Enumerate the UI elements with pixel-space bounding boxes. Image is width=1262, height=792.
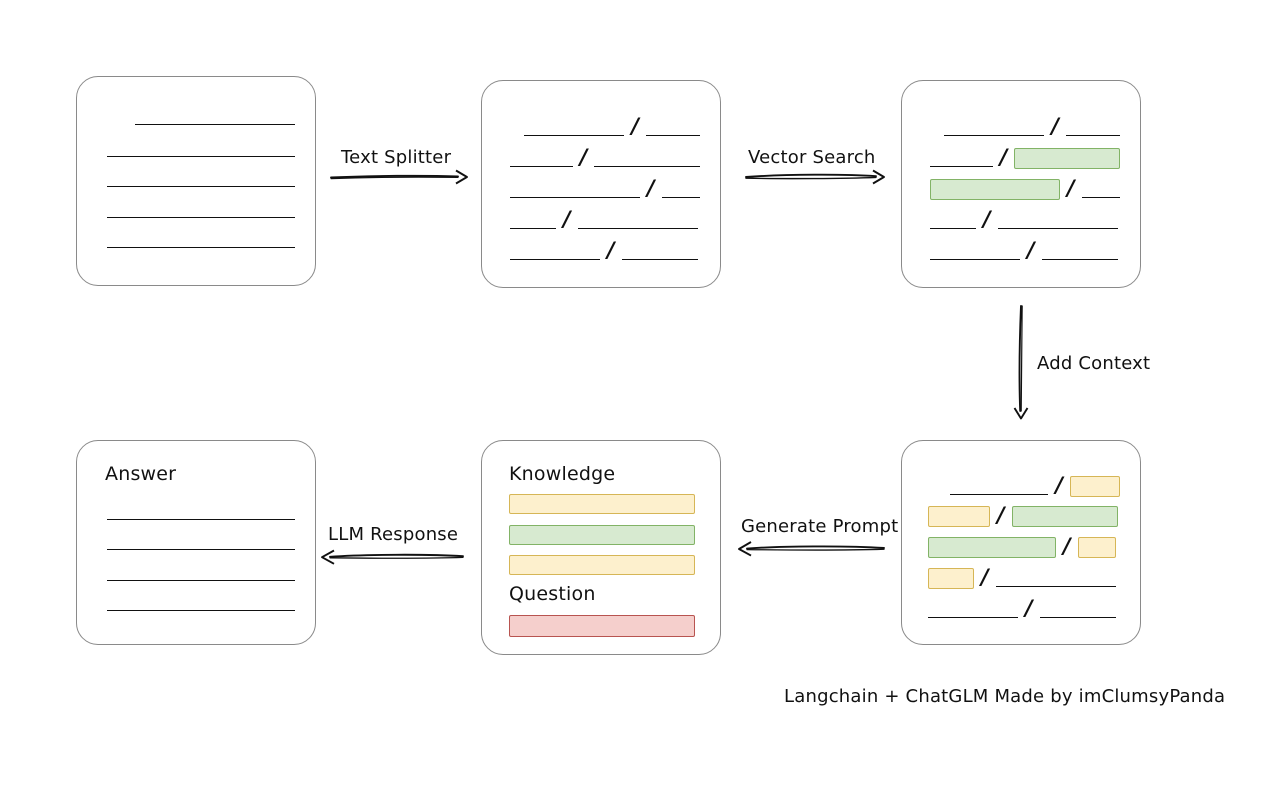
split-row: / — [928, 596, 1120, 622]
slash-separator: / — [1067, 176, 1075, 200]
text-segment — [1041, 259, 1118, 260]
prompt-box: Knowledge Question — [481, 440, 721, 655]
slash-separator: / — [983, 207, 991, 231]
source-document-box — [76, 76, 316, 286]
slash-separator: / — [1027, 238, 1035, 262]
text-segment — [1081, 197, 1120, 198]
answer-line — [107, 519, 295, 520]
split-row: / — [510, 207, 700, 233]
slash-separator: / — [607, 238, 615, 262]
context-chunk-highlight — [928, 567, 974, 589]
context-chunk-highlight — [1070, 475, 1120, 497]
text-segment — [510, 228, 556, 229]
split-row: / — [930, 114, 1120, 140]
answer-line — [107, 610, 295, 611]
text-segment — [510, 197, 640, 198]
text-segment — [510, 166, 573, 167]
split-document-box: / / / / / — [481, 80, 721, 288]
text-segment — [930, 228, 976, 229]
searched-document-box: / / / / / — [901, 80, 1141, 288]
question-label: Question — [509, 583, 596, 605]
text-segment — [1066, 135, 1120, 136]
document-line — [107, 186, 295, 187]
context-chunk-highlight — [1077, 536, 1116, 558]
document-line — [107, 217, 295, 218]
text-segment — [510, 259, 600, 260]
llm-response-arrow-label: LLM Response — [328, 524, 459, 545]
credit-text: Langchain + ChatGLM Made by imClumsyPand… — [784, 686, 1226, 707]
slash-separator: / — [1055, 473, 1063, 497]
text-splitter-arrow — [330, 168, 470, 186]
context-document-box: / / / / / — [901, 440, 1141, 645]
split-row: / — [510, 114, 700, 140]
add-context-arrow-label: Add Context — [1037, 353, 1151, 374]
slash-separator: / — [1063, 534, 1071, 558]
slash-separator: / — [981, 565, 989, 589]
text-segment — [930, 259, 1020, 260]
vector-search-arrow-label: Vector Search — [748, 147, 876, 168]
slash-separator: / — [579, 145, 588, 169]
add-context-arrow — [1012, 305, 1030, 420]
split-row: / — [928, 534, 1120, 560]
text-segment — [950, 494, 1049, 495]
text-segment — [594, 166, 700, 167]
document-line — [107, 156, 295, 157]
answer-label: Answer — [105, 463, 177, 485]
llm-response-arrow — [318, 548, 464, 566]
context-chunk-highlight — [928, 505, 990, 527]
text-segment — [928, 617, 1018, 618]
text-segment — [577, 228, 698, 229]
text-segment — [944, 135, 1045, 136]
answer-line — [107, 549, 295, 550]
split-row: / — [510, 176, 700, 202]
knowledge-bar — [509, 525, 695, 545]
slash-separator: / — [999, 145, 1008, 169]
text-segment — [997, 228, 1118, 229]
slash-separator: / — [1025, 596, 1033, 620]
text-segment — [930, 166, 993, 167]
knowledge-bar — [509, 555, 695, 575]
retrieved-chunk-highlight — [930, 178, 1060, 200]
text-splitter-arrow-label: Text Splitter — [341, 147, 452, 168]
document-line — [135, 124, 295, 125]
text-segment — [524, 135, 625, 136]
split-row: / — [928, 473, 1120, 499]
split-row: / — [930, 176, 1120, 202]
answer-box: Answer — [76, 440, 316, 645]
answer-line — [107, 580, 295, 581]
knowledge-label: Knowledge — [509, 463, 616, 485]
split-row: / — [928, 503, 1120, 529]
text-segment — [661, 197, 700, 198]
text-segment — [621, 259, 698, 260]
split-row: / — [510, 145, 700, 171]
split-row: / — [930, 207, 1120, 233]
knowledge-bar — [509, 494, 695, 514]
slash-separator: / — [647, 176, 655, 200]
generate-prompt-arrow-label: Generate Prompt — [741, 516, 899, 537]
slash-separator: / — [563, 207, 571, 231]
generate-prompt-arrow — [735, 540, 885, 558]
context-chunk-highlight — [1011, 505, 1118, 527]
retrieved-chunk-highlight — [1014, 147, 1120, 169]
split-row: / — [930, 238, 1120, 264]
text-segment — [995, 586, 1116, 587]
split-row: / — [928, 565, 1120, 591]
context-chunk-highlight — [928, 536, 1056, 558]
text-segment — [1039, 617, 1116, 618]
split-row: / — [930, 145, 1120, 171]
split-row: / — [510, 238, 700, 264]
text-segment — [646, 135, 700, 136]
slash-separator: / — [631, 114, 639, 138]
slash-separator: / — [997, 503, 1005, 527]
question-bar — [509, 615, 695, 637]
document-line — [107, 247, 295, 248]
vector-search-arrow — [745, 168, 887, 186]
slash-separator: / — [1051, 114, 1059, 138]
